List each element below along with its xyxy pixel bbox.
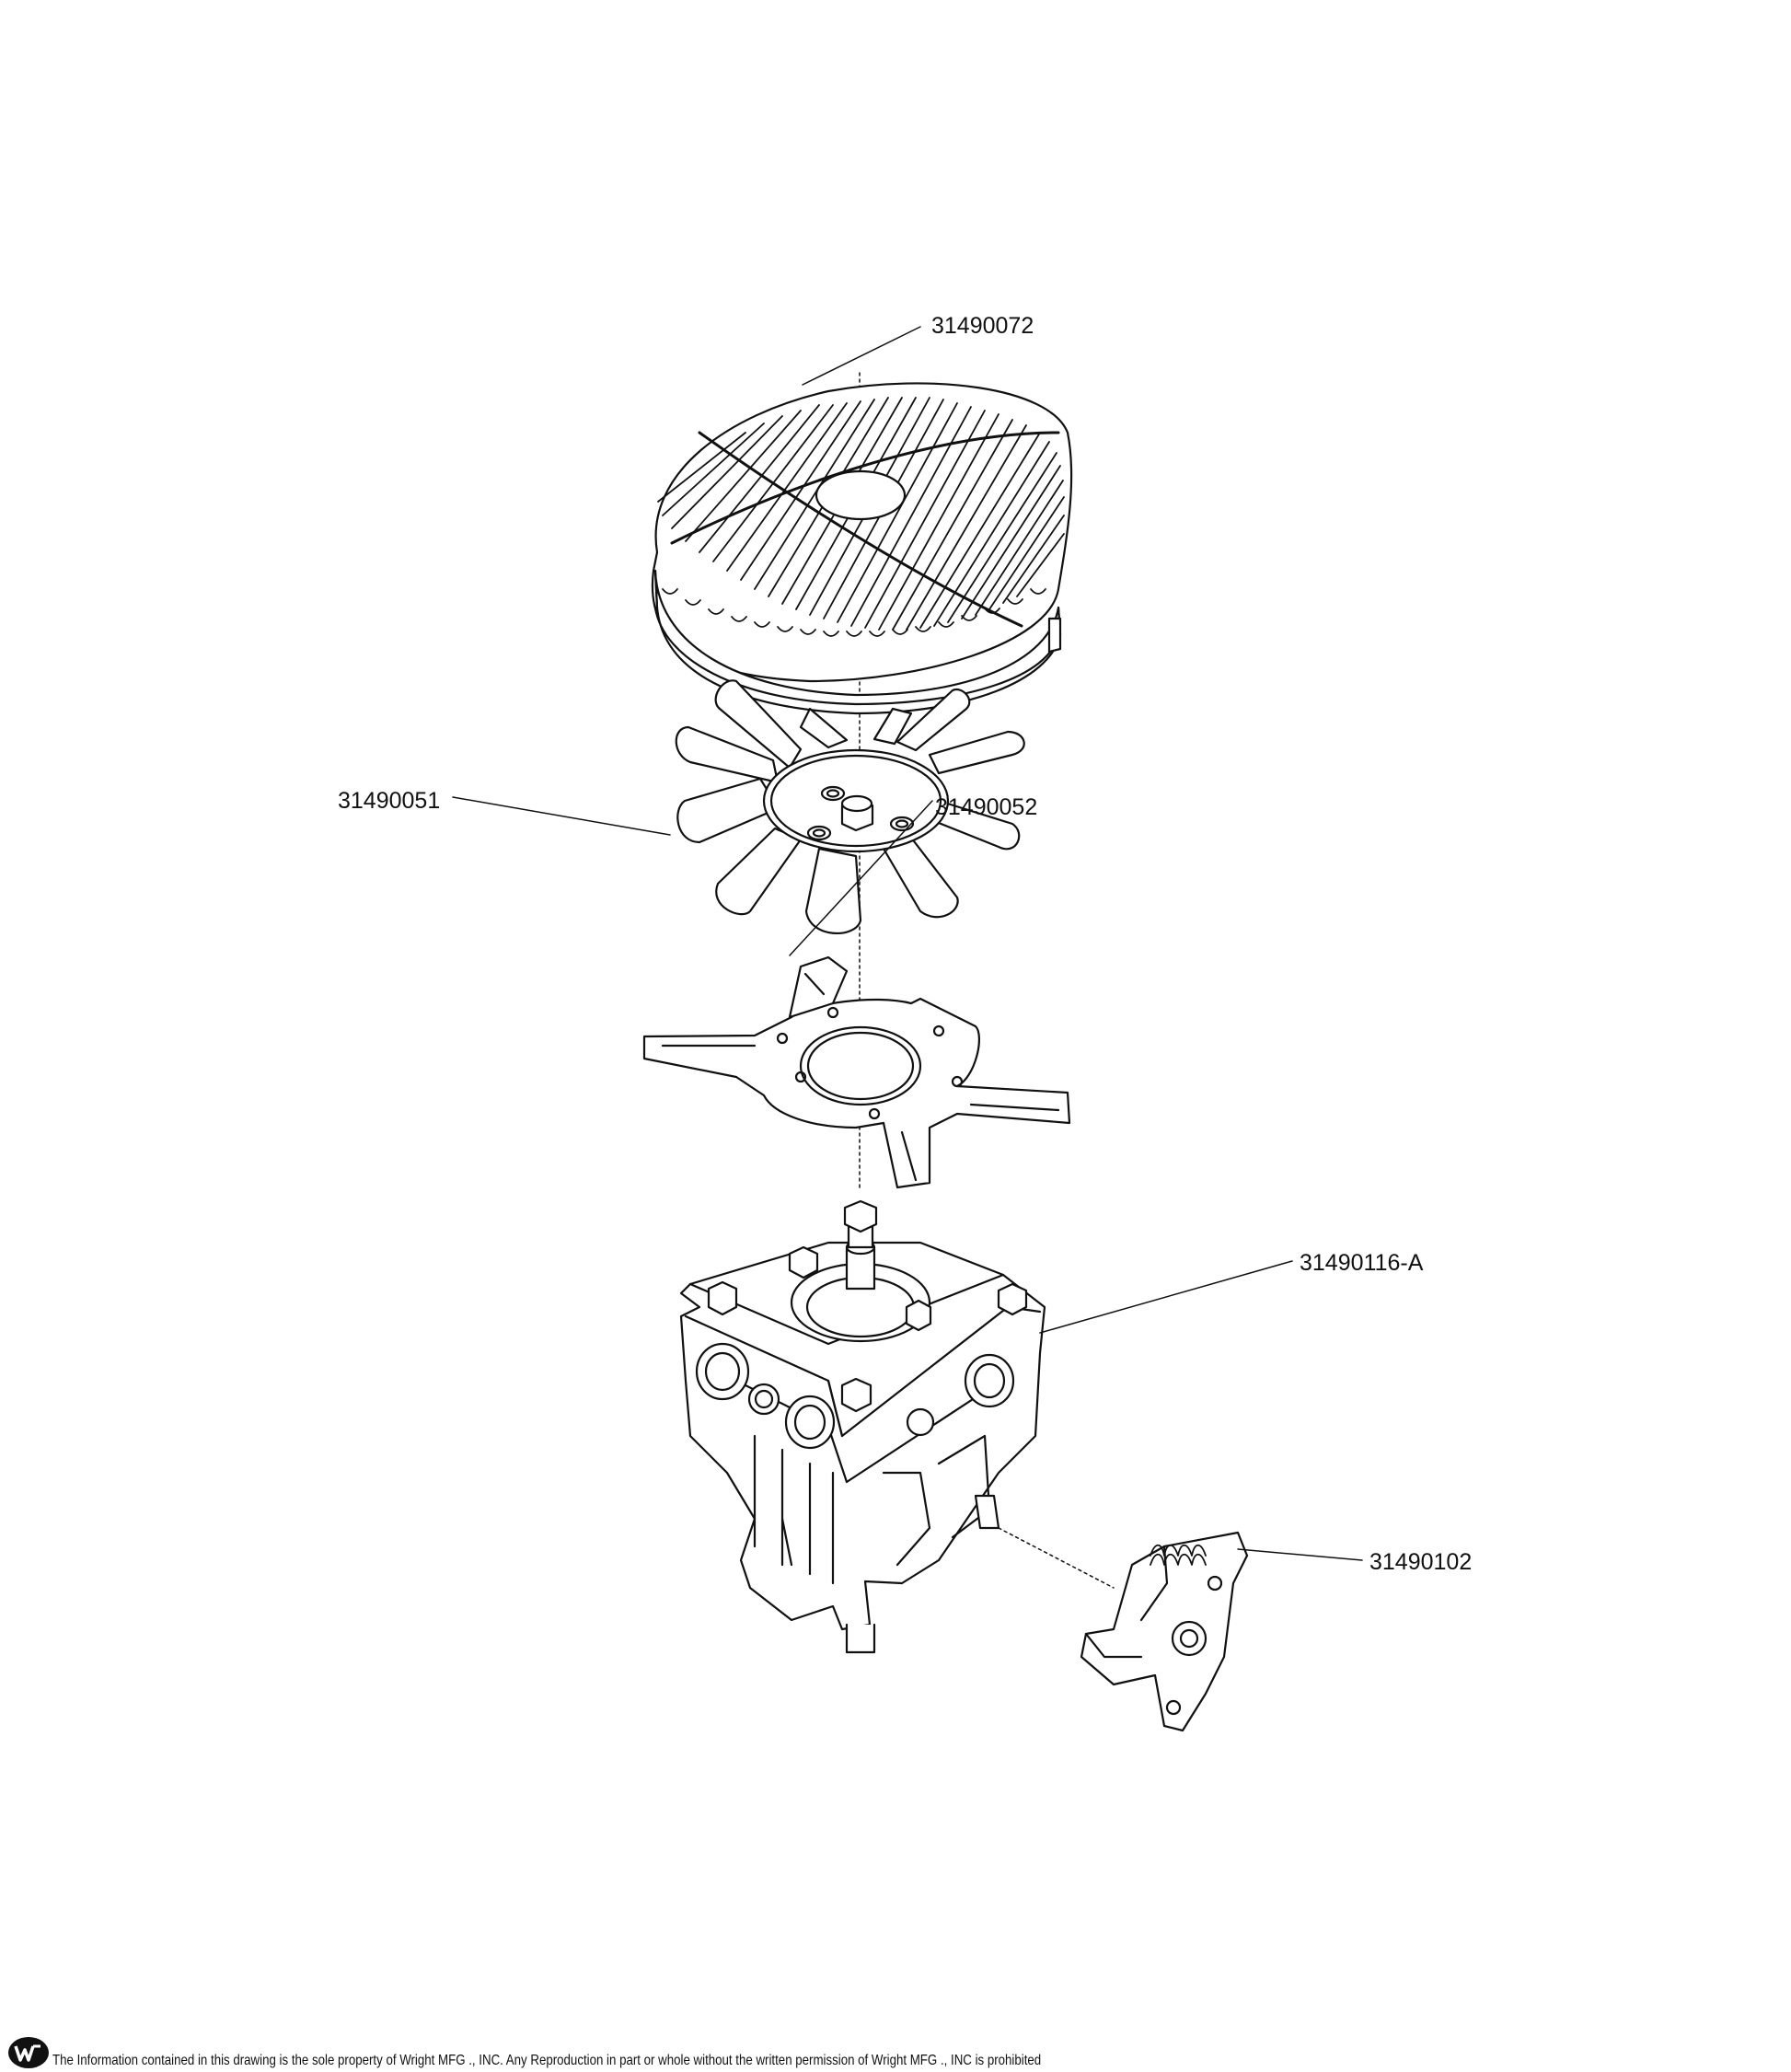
- transmission-bolts: [707, 1245, 1028, 1413]
- callout-housing-cover-part-number: 31490072: [931, 313, 1034, 339]
- spider-center-hole: [799, 1025, 922, 1106]
- return-to-neutral-bracket: [1080, 1531, 1249, 1732]
- cooling-fan: [675, 679, 1025, 935]
- bracket-axis-line: [998, 1527, 1115, 1589]
- transmission-ports: [695, 1342, 1015, 1450]
- bracket-spring: [1150, 1544, 1207, 1566]
- callout-transmission-part-number: 31490116-A: [1300, 1250, 1424, 1276]
- callout-fan-part-number: 31490051: [338, 788, 441, 814]
- callout-bracket-part-number: 31490102: [1369, 1549, 1473, 1575]
- proprietary-notice: The Information contained in this drawin…: [52, 2053, 1042, 2068]
- fan-housing-cover: [651, 382, 1073, 715]
- input-shaft: [847, 1222, 874, 1249]
- callout-fan-hardware-part-number: 31490052: [935, 794, 1038, 820]
- wright-w-logo-icon: [8, 2037, 49, 2068]
- hydrostatic-transmission: [679, 1199, 1046, 1654]
- cover-scallops: [662, 588, 1046, 637]
- output-shaft: [845, 1623, 876, 1654]
- mounting-spider-plate: [642, 955, 1071, 1189]
- footer: The Information contained in this drawin…: [0, 2036, 1791, 2072]
- cover-center-hub: [815, 469, 907, 521]
- leader-lines: [452, 326, 1363, 1561]
